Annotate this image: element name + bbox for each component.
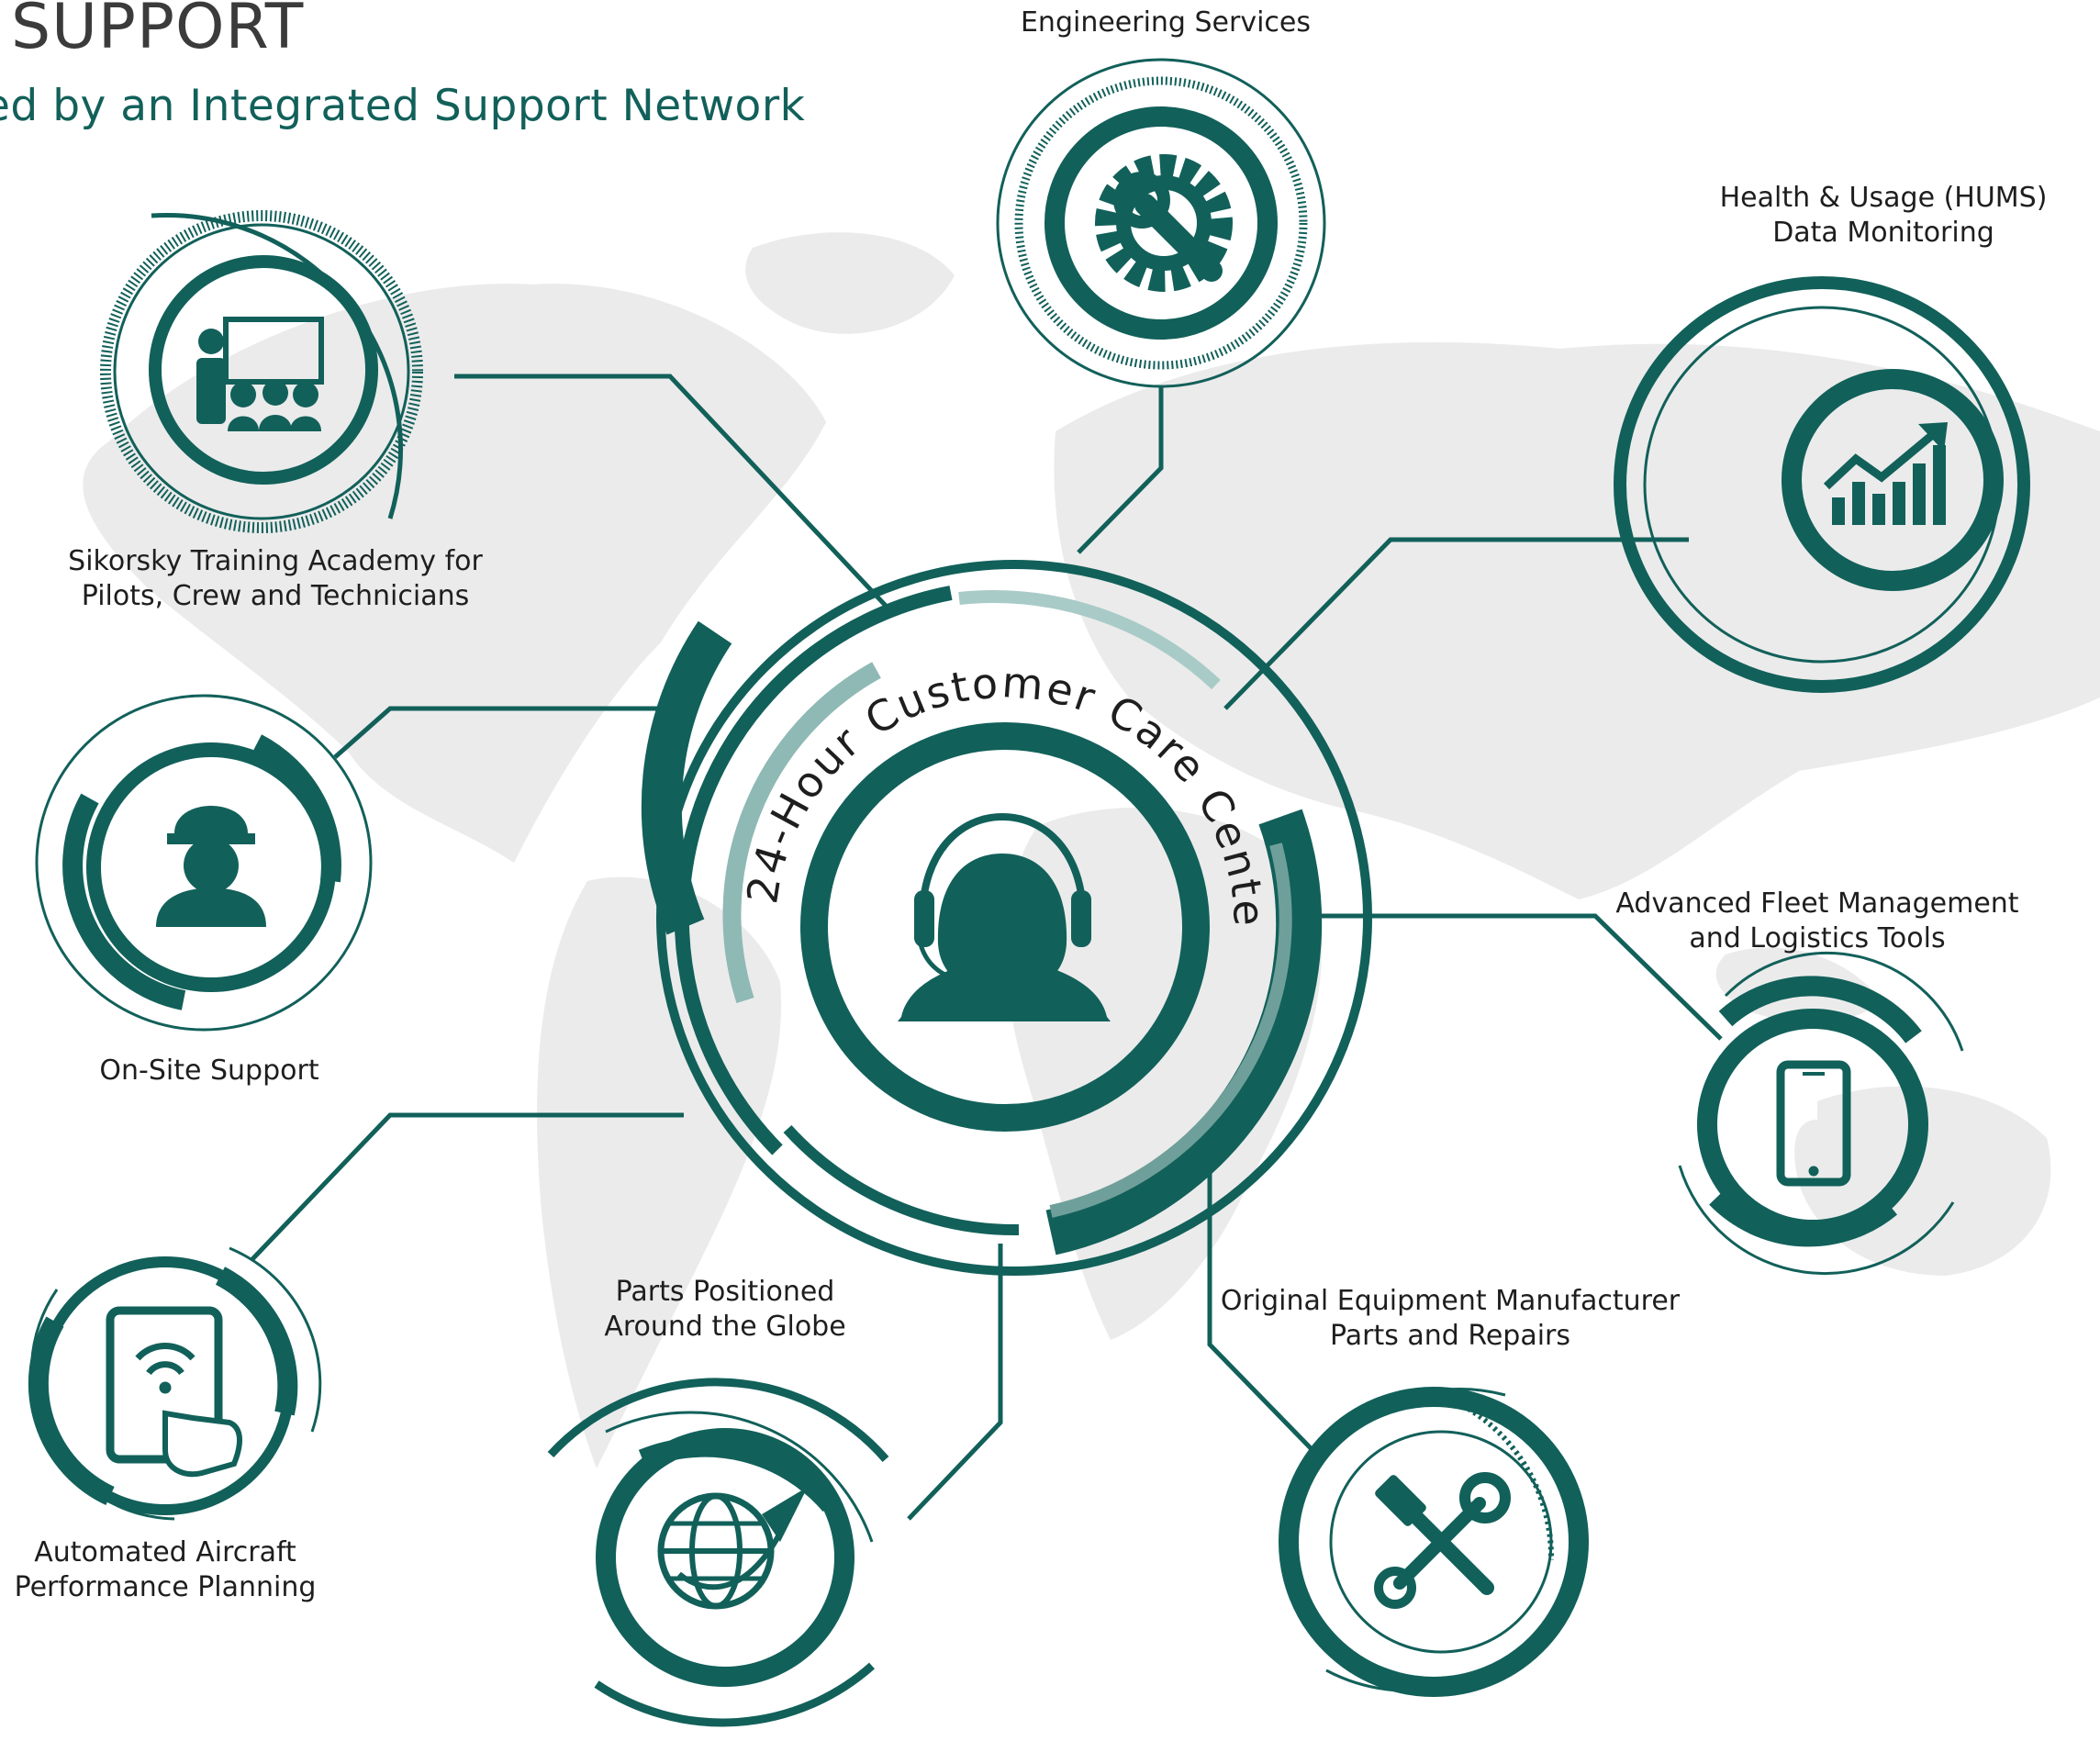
connector-onsite — [333, 706, 687, 759]
hardhat-worker-icon — [156, 806, 266, 927]
tablet-touch-icon — [106, 1306, 242, 1478]
hammer-wrench-icon — [1374, 1472, 1511, 1609]
label-line: Sikorsky Training Academy for — [68, 545, 483, 577]
node-training — [100, 210, 423, 533]
world-map-background — [83, 232, 2100, 1468]
label-line: and Logistics Tools — [1689, 922, 1946, 954]
node-fleet — [1678, 951, 1964, 1276]
connector-parts — [907, 1244, 1003, 1521]
label-line: Automated Aircraft — [34, 1536, 296, 1568]
label-line: Around the Globe — [604, 1311, 846, 1343]
label-onsite: On-Site Support — [99, 1054, 318, 1088]
page-title: SUPPORT — [11, 0, 305, 63]
hub-arc-dark-right — [1045, 809, 1323, 1256]
node-planning — [28, 1246, 322, 1521]
eurasia-landmass — [1054, 341, 2100, 899]
node-oem — [1279, 1387, 1589, 1697]
node-parts — [547, 1378, 889, 1727]
hub-arc-light-left — [722, 662, 881, 1004]
smartphone-icon — [1776, 1060, 1851, 1187]
classroom-presentation-icon — [196, 317, 324, 431]
label-line: Parts and Repairs — [1329, 1320, 1571, 1352]
gear-wrench-icon — [1095, 154, 1233, 292]
globe-airplane-icon — [657, 1487, 808, 1610]
hub-arc-pale-top — [958, 590, 1221, 690]
hub-arc-bottom-band — [783, 1124, 1020, 1236]
connector-training — [454, 374, 888, 608]
connector-fleet — [1322, 913, 1723, 1041]
greenland-landmass — [745, 232, 955, 334]
connector-lines — [251, 374, 1723, 1521]
label-line: Performance Planning — [14, 1571, 317, 1603]
node-hums — [1614, 276, 2030, 693]
customer-care-hub — [641, 560, 1372, 1276]
rising-chart-icon — [1823, 422, 1948, 525]
hub-arc-light-right — [1049, 843, 1292, 1218]
label-engineering: Engineering Services — [1021, 6, 1311, 40]
hub-inner-ring — [800, 722, 1210, 1132]
hub-arc-dark-left — [674, 586, 953, 1155]
label-oem: Original Equipment Manufacturer Parts an… — [1221, 1284, 1680, 1354]
label-line: Parts Positioned — [615, 1276, 835, 1308]
connector-engineering — [1077, 387, 1164, 554]
label-planning: Automated Aircraft Performance Planning — [15, 1535, 317, 1605]
label-parts: Parts Positioned Around the Globe — [604, 1275, 845, 1345]
label-line: Data Monitoring — [1772, 217, 1994, 249]
label-fleet: Advanced Fleet Management and Logistics … — [1615, 887, 2018, 956]
connector-hums — [1223, 537, 1689, 710]
hub-arc-dark-left-inner — [641, 620, 732, 935]
headset-agent-icon — [898, 812, 1111, 1021]
label-line: Health & Usage (HUMS) — [1719, 182, 2048, 214]
connector-planning — [251, 1112, 684, 1261]
label-hums: Health & Usage (HUMS) Data Monitoring — [1720, 181, 2048, 251]
south-america-landmass — [537, 876, 782, 1468]
label-line: Advanced Fleet Management — [1615, 887, 2019, 920]
node-onsite — [35, 694, 373, 1032]
label-line: On-Site Support — [99, 1055, 319, 1087]
label-training: Sikorsky Training Academy for Pilots, Cr… — [68, 544, 483, 614]
node-engineering — [996, 58, 1326, 388]
label-line: Engineering Services — [1020, 6, 1312, 39]
label-line: Original Equipment Manufacturer — [1220, 1285, 1681, 1317]
page-subtitle: ed by an Integrated Support Network — [0, 81, 806, 131]
connector-oem — [1207, 1170, 1314, 1452]
label-line: Pilots, Crew and Technicians — [81, 580, 470, 612]
